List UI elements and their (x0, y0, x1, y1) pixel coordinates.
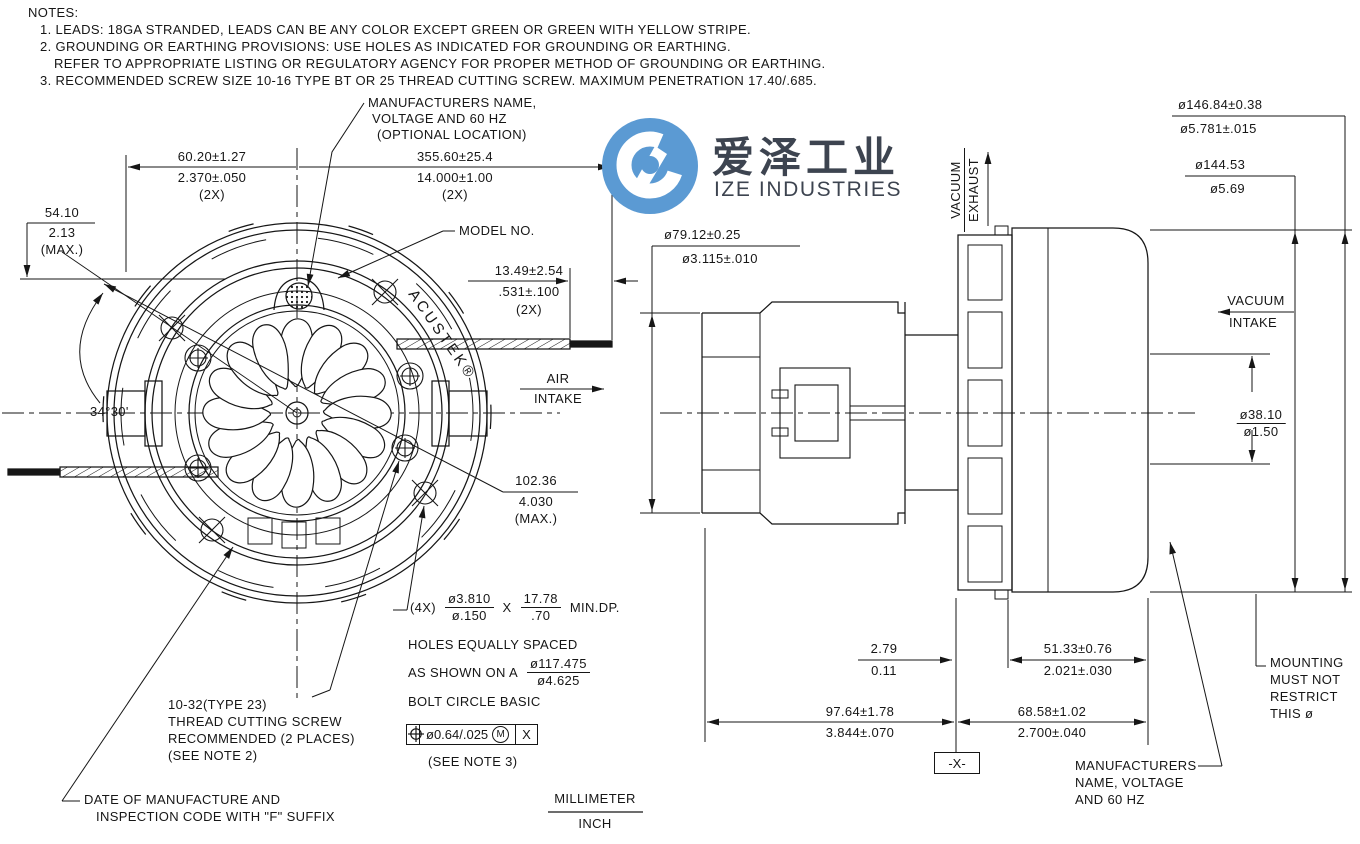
dim-60-in: 2.370±.050 (177, 170, 247, 185)
screw-note: 10-32(TYPE 23) (168, 697, 267, 712)
mfr-note-top: (OPTIONAL LOCATION) (377, 127, 527, 142)
dim-102-max: (MAX.) (514, 511, 558, 526)
dim-355-in: 14.000±1.00 (416, 170, 494, 185)
dim-146-mm: ø146.84±0.38 (1178, 97, 1263, 112)
mounting-note: THIS ø (1270, 706, 1314, 721)
air-intake-label: INTAKE (533, 391, 583, 406)
dim-60-qty: (2X) (199, 187, 225, 202)
logo-mark (602, 118, 698, 214)
bolt-circle-fraction: ø117.475 ø4.625 (527, 657, 590, 688)
dim-54-mm: 54.10 (44, 205, 80, 220)
dim-13-in: .531±.100 (498, 284, 560, 299)
position-symbol-icon (408, 726, 424, 742)
note-line: REFER TO APPROPRIATE LISTING OR REGULATO… (54, 56, 826, 71)
mfr-note-side: MANUFACTURERS (1075, 758, 1197, 773)
holes-mindp: MIN.DP. (569, 599, 620, 615)
dim-54-max: (MAX.) (40, 242, 84, 257)
vacuum-intake-label: VACUUM (1227, 293, 1285, 308)
note-line: 2. GROUNDING OR EARTHING PROVISIONS: USE… (40, 39, 732, 54)
vacuum-intake-label: INTAKE (1228, 315, 1278, 330)
dim-97-in: 3.844±.070 (825, 725, 895, 740)
dim-355-mm: 355.60±25.4 (416, 149, 494, 164)
dim-102-in: 4.030 (518, 494, 554, 509)
dim-144-in: ø5.69 (1210, 181, 1245, 196)
dim-79-in: ø3.115±.010 (682, 251, 758, 266)
dim-13-mm: 13.49±2.54 (494, 263, 564, 278)
fcf-note: (SEE NOTE 3) (428, 754, 518, 769)
side-view-dimensions (640, 115, 1352, 767)
mfr-note-top: VOLTAGE AND 60 HZ (372, 111, 507, 126)
feature-control-frame: ø0.64/.025 M X (406, 724, 538, 745)
mfr-note-side: NAME, VOLTAGE (1075, 775, 1184, 790)
mfr-note-top: MANUFACTURERS NAME, (368, 95, 537, 110)
holes-dia-fraction: ø3.810 ø.150 (444, 592, 494, 623)
mmc-modifier-icon: M (492, 726, 510, 743)
dim-279-mm: 2.79 (870, 641, 898, 656)
dim-51-mm: 51.33±0.76 (1043, 641, 1113, 656)
mfr-note-side: AND 60 HZ (1075, 792, 1145, 807)
logo-chinese-text: 爱泽工业 (712, 133, 901, 182)
date-note: DATE OF MANUFACTURE AND (84, 792, 281, 807)
side-view-geometry (660, 225, 1195, 600)
bolt-circle-l1: HOLES EQUALLY SPACED (408, 637, 578, 652)
mounting-note: MUST NOT (1270, 672, 1341, 687)
dim-279-in: 0.11 (871, 663, 897, 678)
screw-note: THREAD CUTTING SCREW (168, 714, 342, 729)
logo-english-text: IZE INDUSTRIES (714, 178, 903, 201)
date-note: INSPECTION CODE WITH "F" SUFFIX (96, 809, 335, 824)
screw-note: RECOMMENDED (2 PLACES) (168, 731, 355, 746)
dim-144-mm: ø144.53 (1195, 157, 1246, 172)
dim-60-mm: 60.20±1.27 (177, 149, 247, 164)
tolerance-cell: ø0.64/.025 M (420, 725, 517, 744)
dim-355-qty: (2X) (442, 187, 468, 202)
dim-68-in: 2.700±.040 (1017, 725, 1087, 740)
mounting-note: MOUNTING (1270, 655, 1344, 670)
units-inch: INCH (578, 816, 612, 831)
dim-102-mm: 102.36 (515, 473, 557, 488)
holes-spec: (4X) ø3.810 ø.150 X 17.78 .70 MIN.DP. (410, 592, 620, 623)
holes-x: X (502, 599, 512, 615)
note-line: 3. RECOMMENDED SCREW SIZE 10-16 TYPE BT … (40, 73, 818, 88)
angle-label: 34°30' (90, 404, 129, 419)
notes-heading: NOTES: (28, 5, 79, 20)
model-no-label: MODEL NO. (459, 223, 535, 238)
dim-38-mm: ø38.10 ø1.50 (1229, 394, 1286, 439)
dim-54-in: 2.13 (48, 225, 76, 240)
dim-13-qty: (2X) (516, 302, 542, 317)
mounting-note: RESTRICT (1270, 689, 1338, 704)
air-intake-label: AIR (546, 371, 570, 386)
dim-68-mm: 68.58±1.02 (1017, 704, 1087, 719)
bolt-circle-l3: BOLT CIRCLE BASIC (408, 694, 541, 709)
holes-depth-fraction: 17.78 .70 (520, 592, 561, 623)
dim-79-mm: ø79.12±0.25 (664, 227, 741, 242)
front-view-dimensions (20, 102, 643, 813)
datum-cell: X (522, 727, 531, 742)
holes-qty: (4X) (410, 599, 436, 615)
position-symbol-cell (407, 725, 424, 744)
dim-97-mm: 97.64±1.78 (825, 704, 895, 719)
datum-x-flag: -X- (934, 752, 980, 774)
front-view-geometry (2, 148, 613, 700)
note-line: 1. LEADS: 18GA STRANDED, LEADS CAN BE AN… (40, 22, 751, 37)
dim-51-in: 2.021±.030 (1043, 663, 1113, 678)
units-mm: MILLIMETER (554, 791, 636, 806)
dim-146-in: ø5.781±.015 (1180, 121, 1257, 136)
bolt-circle-l2: AS SHOWN ON A ø117.475 ø4.625 (408, 657, 590, 688)
screw-note: (SEE NOTE 2) (168, 748, 258, 763)
mounting-holes (158, 278, 439, 544)
vacuum-exhaust-label: VACUUM EXHAUST (948, 148, 981, 232)
